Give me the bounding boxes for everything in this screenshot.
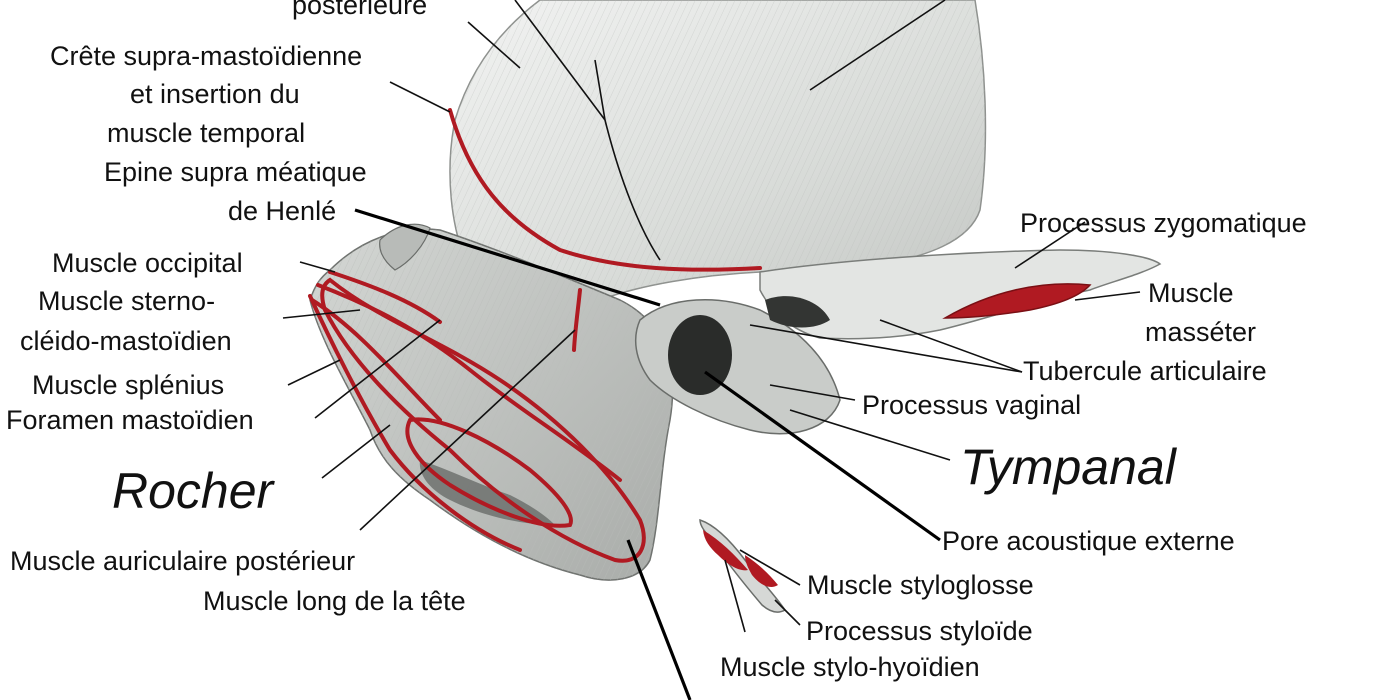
- label-posterieure: postérieure: [292, 0, 427, 20]
- bone-illustration: [309, 0, 1162, 613]
- leader-epine: [354, 208, 661, 307]
- label-sterno-line2: cléido-mastoïdien: [20, 326, 232, 356]
- label-auriculaire: Muscle auriculaire postérieur: [10, 546, 355, 576]
- muscle-insertions: [308, 108, 1092, 587]
- label-crete-line3: muscle temporal: [107, 118, 305, 148]
- leader-squama-top: [809, 0, 946, 91]
- leader-sterno: [282, 309, 361, 319]
- label-styloide: Processus styloïde: [806, 616, 1033, 646]
- leader-stylohyoidien: [724, 559, 746, 633]
- label-pore: Pore acoustique externe: [942, 526, 1235, 556]
- temporal-crest-line: [448, 108, 762, 272]
- leader-splenius: [287, 359, 341, 386]
- label-masseter-line2: masséter: [1145, 317, 1256, 347]
- label-crete-line2: et insertion du: [130, 79, 300, 109]
- external-acoustic-meatus: [668, 315, 732, 395]
- label-epine-line1: Epine supra méatique: [104, 157, 367, 187]
- label-stylo-hyoidien: Muscle stylo-hyoïdien: [720, 652, 980, 682]
- styloglossus-insertion: [703, 530, 748, 571]
- scm-muscle-line-2: [310, 298, 442, 422]
- label-splenius: Muscle splénius: [32, 370, 224, 400]
- label-occipital: Muscle occipital: [52, 248, 243, 278]
- leader-masseter: [1074, 291, 1141, 301]
- masseter-insertion: [942, 283, 1092, 319]
- label-rocher: Rocher: [112, 463, 276, 519]
- label-vaginal: Processus vaginal: [862, 390, 1081, 420]
- suture-line: [604, 119, 661, 261]
- articular-fossa: [765, 296, 830, 328]
- label-tubercule: Tubercule articulaire: [1023, 356, 1267, 386]
- occipital-muscle-line: [328, 270, 442, 324]
- leader-tubercule-2: [749, 324, 1023, 373]
- leader-posterieure: [467, 21, 521, 69]
- label-long-tete: Muscle long de la tête: [203, 586, 466, 616]
- leader-styloglosse: [739, 549, 801, 586]
- leader-occipital: [299, 261, 336, 273]
- long-head-outline: [320, 277, 646, 563]
- stylohyoid-insertion: [745, 555, 778, 587]
- auricular-muscle-dash: [572, 288, 582, 352]
- label-tympanal: Tympanal: [960, 439, 1178, 495]
- leader-auriculaire: [359, 329, 576, 531]
- auricular-muscle-outline: [405, 417, 573, 528]
- leader-tubercule: [879, 319, 1023, 373]
- label-epine-line2: de Henlé: [228, 196, 336, 226]
- label-zygomatique: Processus zygomatique: [1020, 208, 1307, 238]
- label-styloglosse: Muscle styloglosse: [807, 570, 1034, 600]
- squamous-texture: [450, 0, 986, 304]
- mastoid-texture: [310, 229, 673, 580]
- label-foramen: Foramen mastoïdien: [6, 405, 254, 435]
- label-masseter-line1: Muscle: [1148, 278, 1234, 308]
- leader-foramen: [314, 319, 441, 419]
- splenius-muscle-line: [308, 294, 522, 552]
- leader-rocher: [321, 424, 391, 479]
- label-crete-line1: Crête supra-mastoïdienne: [50, 41, 362, 71]
- leader-pore: [704, 370, 941, 542]
- leader-styloide: [774, 599, 801, 626]
- leader-zygomatique: [1014, 221, 1086, 269]
- leader-lines: [282, 0, 1141, 700]
- leader-bottom: [626, 539, 692, 700]
- leader-vaginal: [769, 384, 856, 401]
- leader-tympanal: [789, 409, 951, 461]
- label-sterno-line1: Muscle sterno-: [38, 286, 215, 316]
- labels: postérieure Crête supra-mastoïdienne et …: [6, 0, 1307, 682]
- leader-crete: [389, 81, 451, 113]
